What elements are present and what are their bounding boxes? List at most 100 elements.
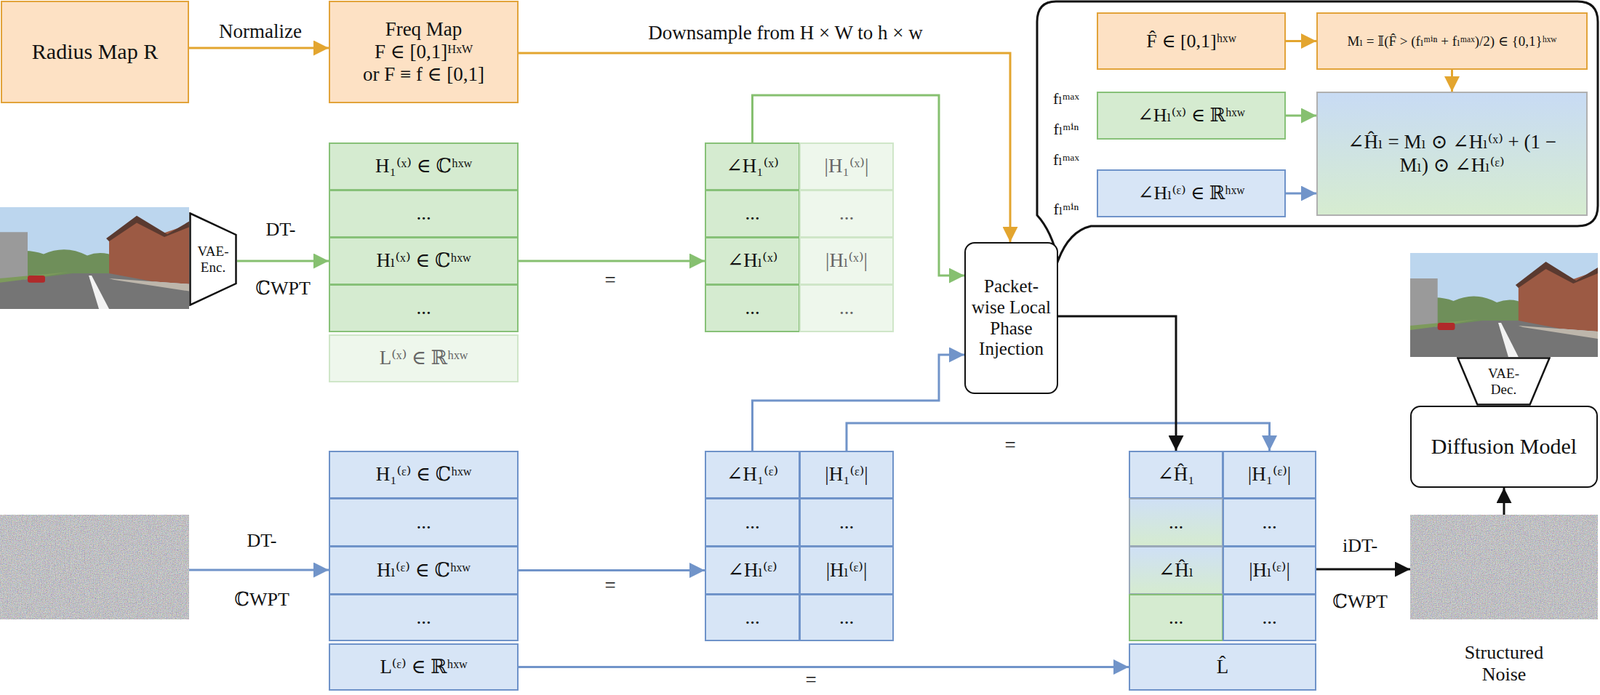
green-cell: ∠Hₗ⁽ˣ⁾ bbox=[704, 237, 800, 286]
connector-arrow bbox=[1285, 114, 1317, 118]
blue-cell: |Hₗ⁽ᵋ⁾| bbox=[1222, 546, 1317, 595]
node-text: L̂ bbox=[1216, 656, 1230, 679]
node-text: L⁽ˣ⁾ ∈ ℝʰˣʷ bbox=[379, 346, 469, 370]
blue-cell: ∠H₁⁽ᵋ⁾ bbox=[704, 450, 800, 499]
node-text: Diffusion Model bbox=[1431, 434, 1577, 460]
green-cell: H₁⁽ˣ⁾ ∈ ℂʰˣʷ bbox=[328, 142, 519, 191]
connector-arrow bbox=[1285, 192, 1317, 195]
node-text: ∠Hₗ⁽ᵋ⁾ ∈ ℝʰˣʷ bbox=[1138, 182, 1246, 205]
connector-arrow bbox=[752, 354, 966, 451]
node-text: ... bbox=[416, 296, 431, 320]
node-text: |H₁⁽ᵋ⁾| bbox=[1248, 463, 1292, 486]
process-box: Packet-wise Local Phase Injection bbox=[964, 242, 1059, 395]
free-label: ℂWPT bbox=[1332, 591, 1388, 614]
formula-box: ∠Ĥₗ = Mₗ ⊙ ∠Hₗ⁽ˣ⁾ + (1 − Mₗ) ⊙ ∠Hₗ⁽ᵋ⁾ bbox=[1316, 91, 1588, 216]
blue-cell: ... bbox=[1222, 594, 1317, 642]
node-text: ∠H₁⁽ˣ⁾ bbox=[725, 154, 779, 178]
node-text: ∠Hₗ⁽ᵋ⁾ bbox=[727, 559, 777, 582]
node-text: Hₗ⁽ᵋ⁾ ∈ ℂʰˣʷ bbox=[376, 559, 471, 582]
node-text: ∠H₁⁽ᵋ⁾ bbox=[726, 463, 779, 486]
node-text: Hₗ⁽ˣ⁾ ∈ ℂʰˣʷ bbox=[376, 249, 471, 272]
connector-arrow bbox=[846, 423, 1270, 451]
node-text: |Hₗ⁽ˣ⁾| bbox=[825, 249, 868, 272]
node-text: F ∈ [0,1]ᴴˣᵂ bbox=[374, 40, 473, 64]
node-text: |Hₗ⁽ᵋ⁾| bbox=[826, 559, 868, 582]
trapezoid-shape bbox=[1458, 358, 1550, 406]
blue-cell: H₁⁽ᵋ⁾ ∈ ℂʰˣʷ bbox=[328, 450, 519, 499]
blue-cell: |Hₗ⁽ᵋ⁾| bbox=[799, 546, 894, 595]
blue-cell: ∠Hₗ⁽ᵋ⁾ bbox=[704, 546, 800, 595]
node-text: ... bbox=[1261, 511, 1277, 534]
node-text: H₁⁽ᵋ⁾ ∈ ℂʰˣʷ bbox=[376, 463, 472, 486]
decoder-trapezoid: VAE-Dec. bbox=[1456, 357, 1551, 406]
free-label: ℂWPT bbox=[255, 277, 311, 300]
transform-arrow bbox=[189, 569, 329, 572]
node-text: ... bbox=[744, 606, 760, 630]
input-image bbox=[0, 207, 190, 310]
node-text: VAE-Dec. bbox=[1475, 365, 1532, 398]
free-label: Structured Noise bbox=[1464, 642, 1544, 686]
node-text: ∠Hₗ⁽ˣ⁾ ∈ ℝʰˣʷ bbox=[1137, 104, 1246, 127]
faded-cell: L⁽ˣ⁾ ∈ ℝʰˣʷ bbox=[328, 334, 519, 383]
node-text: F̂ ∈ [0,1]ʰˣʷ bbox=[1146, 30, 1237, 53]
green-cell: ... bbox=[328, 284, 519, 333]
node-text: ∠Ĥ₁ bbox=[1157, 463, 1195, 486]
noise-image bbox=[0, 514, 190, 620]
blue-cell: |H₁⁽ᵋ⁾| bbox=[1222, 450, 1317, 499]
node-text: ... bbox=[416, 606, 431, 630]
green-cell: ... bbox=[328, 189, 519, 238]
blue-cell: ... bbox=[328, 498, 519, 547]
node-text: ... bbox=[1261, 606, 1277, 630]
free-label: DT- bbox=[266, 218, 296, 241]
node-text: ... bbox=[839, 606, 854, 630]
connector-arrow bbox=[1058, 316, 1176, 451]
blue-cell: ... bbox=[799, 594, 894, 642]
node-text: ... bbox=[1168, 606, 1184, 630]
blue-cell: ... bbox=[799, 498, 894, 547]
green-cell: ... bbox=[704, 189, 800, 238]
node-text: H₁⁽ˣ⁾ ∈ ℂʰˣʷ bbox=[375, 154, 472, 178]
edge-label: = bbox=[805, 669, 816, 692]
green-cell: ∠H₁⁽ˣ⁾ bbox=[704, 142, 800, 191]
node-text: ... bbox=[1168, 511, 1184, 534]
free-label: fₗᵐⁱⁿ bbox=[1053, 200, 1080, 219]
blue-cell: ... bbox=[704, 594, 800, 642]
green-cell: Hₗ⁽ˣ⁾ ∈ ℂʰˣʷ bbox=[328, 237, 519, 286]
node-text: |H₁⁽ˣ⁾| bbox=[824, 154, 870, 178]
faded-cell: |Hₗ⁽ˣ⁾| bbox=[799, 237, 894, 286]
free-label: fₗᵐᵃˣ bbox=[1053, 150, 1080, 169]
node-text: Radius Map R bbox=[32, 39, 158, 65]
green-cell: ... bbox=[1128, 594, 1224, 642]
node-text: ... bbox=[416, 202, 431, 225]
connector-arrow bbox=[518, 569, 705, 572]
faded-cell: ... bbox=[799, 284, 894, 333]
connector-arrow bbox=[518, 666, 1129, 669]
free-label: iDT- bbox=[1342, 535, 1378, 558]
node-text: ... bbox=[839, 296, 854, 320]
node-text: Freq Map bbox=[385, 18, 463, 41]
blue-cell: |H₁⁽ᵋ⁾| bbox=[799, 450, 894, 499]
edge-label: = bbox=[1004, 434, 1016, 457]
blue-cell: ∠Ĥ₁ bbox=[1128, 450, 1224, 499]
noise-input-arrow bbox=[1503, 488, 1506, 515]
node-text: Mₗ = 𝕀(F̂ > (fₗᵐⁱⁿ + fₗᵐᵃˣ)/2) ∈ {0,1}ʰˣ… bbox=[1347, 33, 1558, 50]
blue-cell: L̂ bbox=[1128, 643, 1317, 691]
free-label: fₗᵐⁱⁿ bbox=[1053, 120, 1080, 139]
connector-arrow bbox=[1285, 40, 1317, 43]
encoder-trapezoid: VAE-Enc. bbox=[189, 212, 238, 307]
node-text: ∠Ĥₗ = Mₗ ⊙ ∠Hₗ⁽ˣ⁾ + (1 − Mₗ) ⊙ ∠Hₗ⁽ᵋ⁾ bbox=[1330, 130, 1574, 176]
blue-cell: Hₗ⁽ᵋ⁾ ∈ ℂʰˣʷ bbox=[328, 546, 519, 595]
edge-label: = bbox=[604, 269, 616, 292]
orange-box: Mₗ = 𝕀(F̂ > (fₗᵐⁱⁿ + fₗᵐᵃˣ)/2) ∈ {0,1}ʰˣ… bbox=[1316, 12, 1588, 70]
mixed-cell: ... bbox=[1128, 498, 1224, 547]
blue-cell: ... bbox=[704, 498, 800, 547]
mixed-cell: ∠Ĥₗ bbox=[1128, 546, 1224, 595]
blue-cell: ... bbox=[328, 594, 519, 642]
connector-arrow bbox=[1450, 69, 1454, 92]
node-text: ... bbox=[839, 511, 854, 534]
edge-label: Normalize bbox=[218, 20, 302, 43]
orange-box: Radius Map R bbox=[0, 0, 190, 104]
green-cell: ... bbox=[704, 284, 800, 333]
inverse-transform-arrow bbox=[1316, 568, 1411, 571]
blue-cell: ... bbox=[1222, 498, 1317, 547]
